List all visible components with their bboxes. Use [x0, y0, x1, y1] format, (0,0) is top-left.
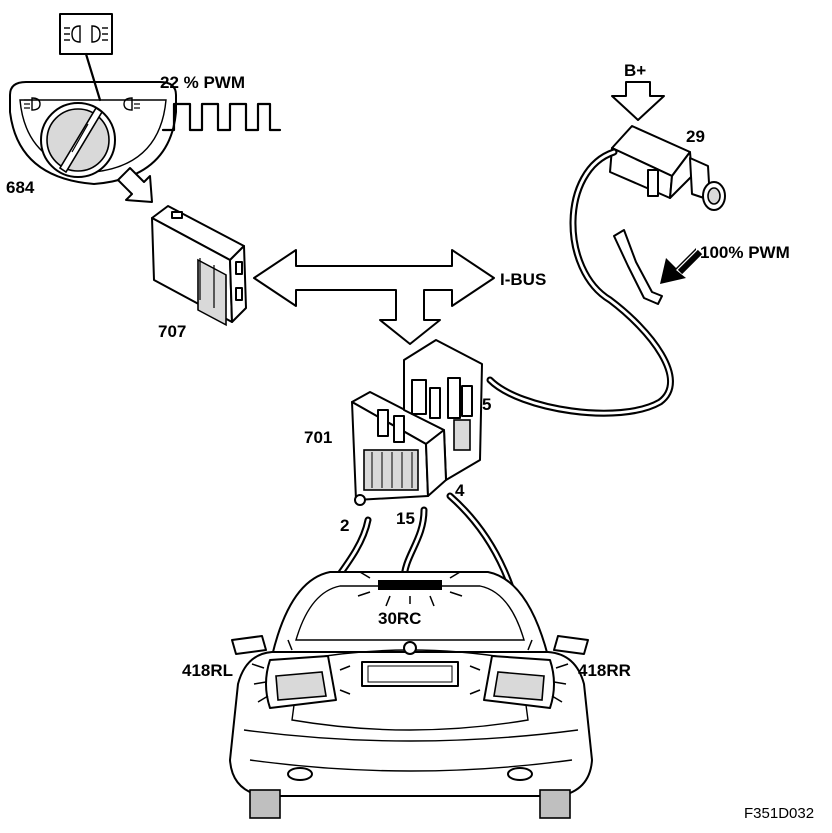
light-switch-684: [9, 13, 177, 185]
label-pin-5: 5: [482, 395, 491, 414]
headlight-symbol-icon: [59, 13, 113, 55]
figure-id: F351D032: [744, 805, 814, 822]
label-684: 684: [6, 178, 35, 197]
arrow-pwm-high: [660, 248, 696, 284]
label-pin-15: 15: [396, 509, 415, 528]
pwm-waveform-icon: [161, 102, 282, 132]
module-701: [351, 339, 483, 506]
label-29: 29: [686, 127, 705, 146]
label-ibus: I-BUS: [500, 270, 546, 289]
label-418rl: 418RL: [182, 661, 233, 680]
lamp-rays-left: [251, 639, 351, 703]
fog-light-icon: [24, 97, 41, 111]
car-rear: [229, 571, 593, 819]
label-30rc: 30RC: [378, 609, 421, 628]
bidirectional-arrow-icon: [253, 249, 495, 345]
label-418rr: 418RR: [578, 661, 631, 680]
module-707: [151, 205, 247, 327]
rear-fog-icon: [123, 97, 140, 111]
label-pwm-low: 22 % PWM: [160, 73, 245, 92]
third-brake-light: [357, 571, 463, 607]
sensor-29: [609, 125, 726, 211]
down-arrow-icon: [611, 81, 665, 121]
label-701: 701: [304, 428, 332, 447]
label-pin-4: 4: [455, 481, 465, 500]
label-supply: B+: [624, 61, 646, 80]
label-707: 707: [158, 322, 186, 341]
lamp-rays-right: [469, 639, 569, 703]
label-pwm-high: 100% PWM: [700, 243, 790, 262]
lever: [613, 229, 663, 305]
label-pin-2: 2: [340, 516, 349, 535]
arrow-switch-to-module: [117, 167, 153, 203]
